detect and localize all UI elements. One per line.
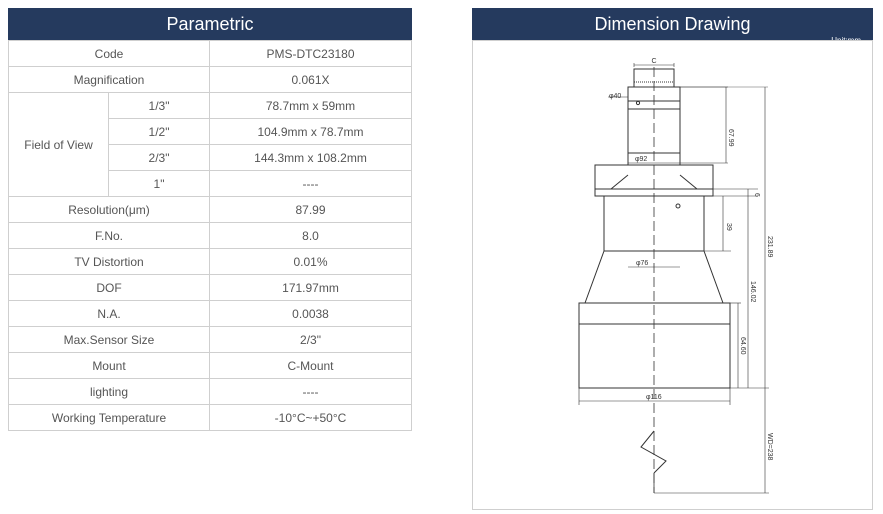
row-value: C-Mount bbox=[209, 352, 412, 379]
row-label: Mount bbox=[8, 352, 210, 379]
table-row: N.A. 0.0038 bbox=[8, 300, 412, 327]
fov-size: 1/2" bbox=[108, 118, 210, 145]
row-label: Resolution(μm) bbox=[8, 196, 210, 223]
row-label: Magnification bbox=[8, 66, 210, 93]
row-label: TV Distortion bbox=[8, 248, 210, 275]
dim-wd-text: WD=238 bbox=[766, 433, 773, 461]
dim-6799-text: 67.99 bbox=[727, 129, 734, 147]
row-label: Max.Sensor Size bbox=[8, 326, 210, 353]
fov-size: 1/3" bbox=[108, 92, 210, 119]
fov-value: ---- bbox=[209, 170, 412, 197]
lens-drawing: C φ40 φ92 φ76 φ116 67.99 bbox=[578, 58, 773, 494]
row-value: -10°C~+50°C bbox=[209, 404, 412, 431]
table-row: DOF 171.97mm bbox=[8, 274, 412, 301]
dim-c-text: C bbox=[651, 58, 656, 65]
table-row: 1/2" 104.9mm x 78.7mm bbox=[9, 118, 412, 145]
row-label: DOF bbox=[8, 274, 210, 301]
table-row: Mount C-Mount bbox=[8, 352, 412, 379]
dim-d40-text: φ40 bbox=[609, 93, 621, 100]
fov-value: 104.9mm x 78.7mm bbox=[209, 118, 412, 145]
dim-39-text: 39 bbox=[725, 223, 732, 231]
row-value: PMS-DTC23180 bbox=[209, 40, 412, 67]
dimension-header: Dimension Drawing Unit:mm bbox=[472, 8, 873, 45]
table-row: 2/3" 144.3mm x 108.2mm bbox=[9, 144, 412, 171]
row-label: Code bbox=[8, 40, 210, 67]
table-row: Max.Sensor Size 2/3" bbox=[8, 326, 412, 353]
cone-section bbox=[584, 250, 724, 304]
row-value: 87.99 bbox=[209, 196, 412, 223]
dim-d116-text: φ116 bbox=[646, 394, 662, 401]
table-row: Field of View 1/3" 78.7mm x 59mm bbox=[8, 92, 412, 197]
row-label: lighting bbox=[8, 378, 210, 405]
parametric-header: Parametric bbox=[8, 8, 412, 40]
table-row: Magnification 0.061X bbox=[8, 66, 412, 93]
dim-23189-text: 231.89 bbox=[766, 236, 773, 258]
table-row: TV Distortion 0.01% bbox=[8, 248, 412, 275]
row-label: F.No. bbox=[8, 222, 210, 249]
fov-value: 78.7mm x 59mm bbox=[209, 92, 412, 119]
dim-14602-text: 146.02 bbox=[749, 281, 756, 303]
row-value: ---- bbox=[209, 378, 412, 405]
dim-6-text: 6 bbox=[753, 193, 760, 197]
lower-barrel bbox=[578, 302, 731, 389]
table-row: Working Temperature -10°C~+50°C bbox=[8, 404, 412, 431]
table-row: Resolution(μm) 87.99 bbox=[8, 196, 412, 223]
row-value: 171.97mm bbox=[209, 274, 412, 301]
dim-d92-text: φ92 bbox=[635, 156, 647, 163]
middle-barrel bbox=[603, 195, 705, 252]
parametric-title: Parametric bbox=[166, 13, 254, 34]
table-row: F.No. 8.0 bbox=[8, 222, 412, 249]
fov-label: Field of View bbox=[8, 92, 109, 197]
dimension-title: Dimension Drawing bbox=[594, 13, 751, 34]
table-row: lighting ---- bbox=[8, 378, 412, 405]
row-value: 8.0 bbox=[209, 222, 412, 249]
row-value: 2/3" bbox=[209, 326, 412, 353]
row-label: Working Temperature bbox=[8, 404, 210, 431]
table-row: Code PMS-DTC23180 bbox=[8, 40, 412, 67]
parameter-table: Code PMS-DTC23180 Magnification 0.061X F… bbox=[8, 40, 412, 431]
row-label: N.A. bbox=[8, 300, 210, 327]
dimension-drawing-panel: C φ40 φ92 φ76 φ116 67.99 bbox=[472, 40, 873, 510]
dim-6460-text: 64.60 bbox=[739, 337, 746, 355]
fov-size: 2/3" bbox=[108, 144, 210, 171]
row-value: 0.061X bbox=[209, 66, 412, 93]
fov-size: 1" bbox=[108, 170, 210, 197]
wd-break-symbol bbox=[640, 430, 667, 474]
row-value: 0.0038 bbox=[209, 300, 412, 327]
fov-value: 144.3mm x 108.2mm bbox=[209, 144, 412, 171]
dim-d76-text: φ76 bbox=[636, 260, 648, 267]
row-value: 0.01% bbox=[209, 248, 412, 275]
